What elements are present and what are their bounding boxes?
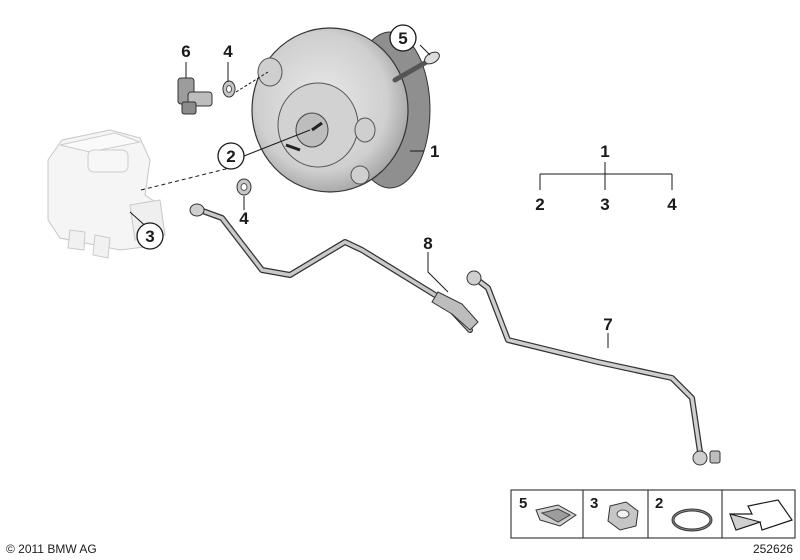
seal-washer-top: [222, 80, 236, 98]
callout-6-label: 6: [181, 42, 190, 61]
copyright-text: © 2011 BMW AG: [6, 542, 97, 556]
tree-left-label: 2: [535, 195, 544, 214]
tree-root-label: 1: [600, 142, 609, 161]
leader-lines: [129, 44, 609, 348]
tree-middle-label: 3: [600, 195, 609, 214]
vacuum-sensor: [177, 77, 213, 115]
vacuum-pipe: [466, 270, 721, 466]
legend-strip: 5 3 2: [510, 489, 796, 539]
nut-icon: [607, 501, 639, 531]
callout-7-label: 7: [603, 315, 612, 334]
arrow-corner-icon: [729, 499, 793, 531]
assembly-tree: 1 2 3 4: [535, 142, 677, 214]
o-ring-icon: [671, 508, 713, 532]
callout-8-label: 8: [423, 234, 432, 253]
clip-icon: [535, 504, 577, 527]
seal-washer-bottom: [236, 178, 252, 196]
legend-label-3: 3: [590, 495, 598, 512]
callout-3: 3: [136, 222, 164, 250]
callout-5: 5: [389, 24, 417, 52]
callout-1-label: 1: [430, 142, 439, 161]
tree-lines: [539, 162, 673, 190]
legend-label-5: 5: [519, 495, 527, 512]
callout-5-label: 5: [398, 29, 407, 48]
callout-2-label: 2: [226, 147, 235, 166]
legend-label-2: 2: [655, 495, 663, 512]
master-cylinder: [47, 129, 166, 259]
brake-booster: [251, 27, 440, 193]
callout-4-top-label: 4: [223, 42, 233, 61]
vacuum-line: [189, 203, 479, 333]
tree-right-label: 4: [667, 195, 677, 214]
diagram-number: 252626: [753, 542, 793, 556]
callout-3-label: 3: [145, 227, 154, 246]
callout-2: 2: [217, 142, 245, 170]
callout-4-bottom-label: 4: [239, 209, 249, 228]
